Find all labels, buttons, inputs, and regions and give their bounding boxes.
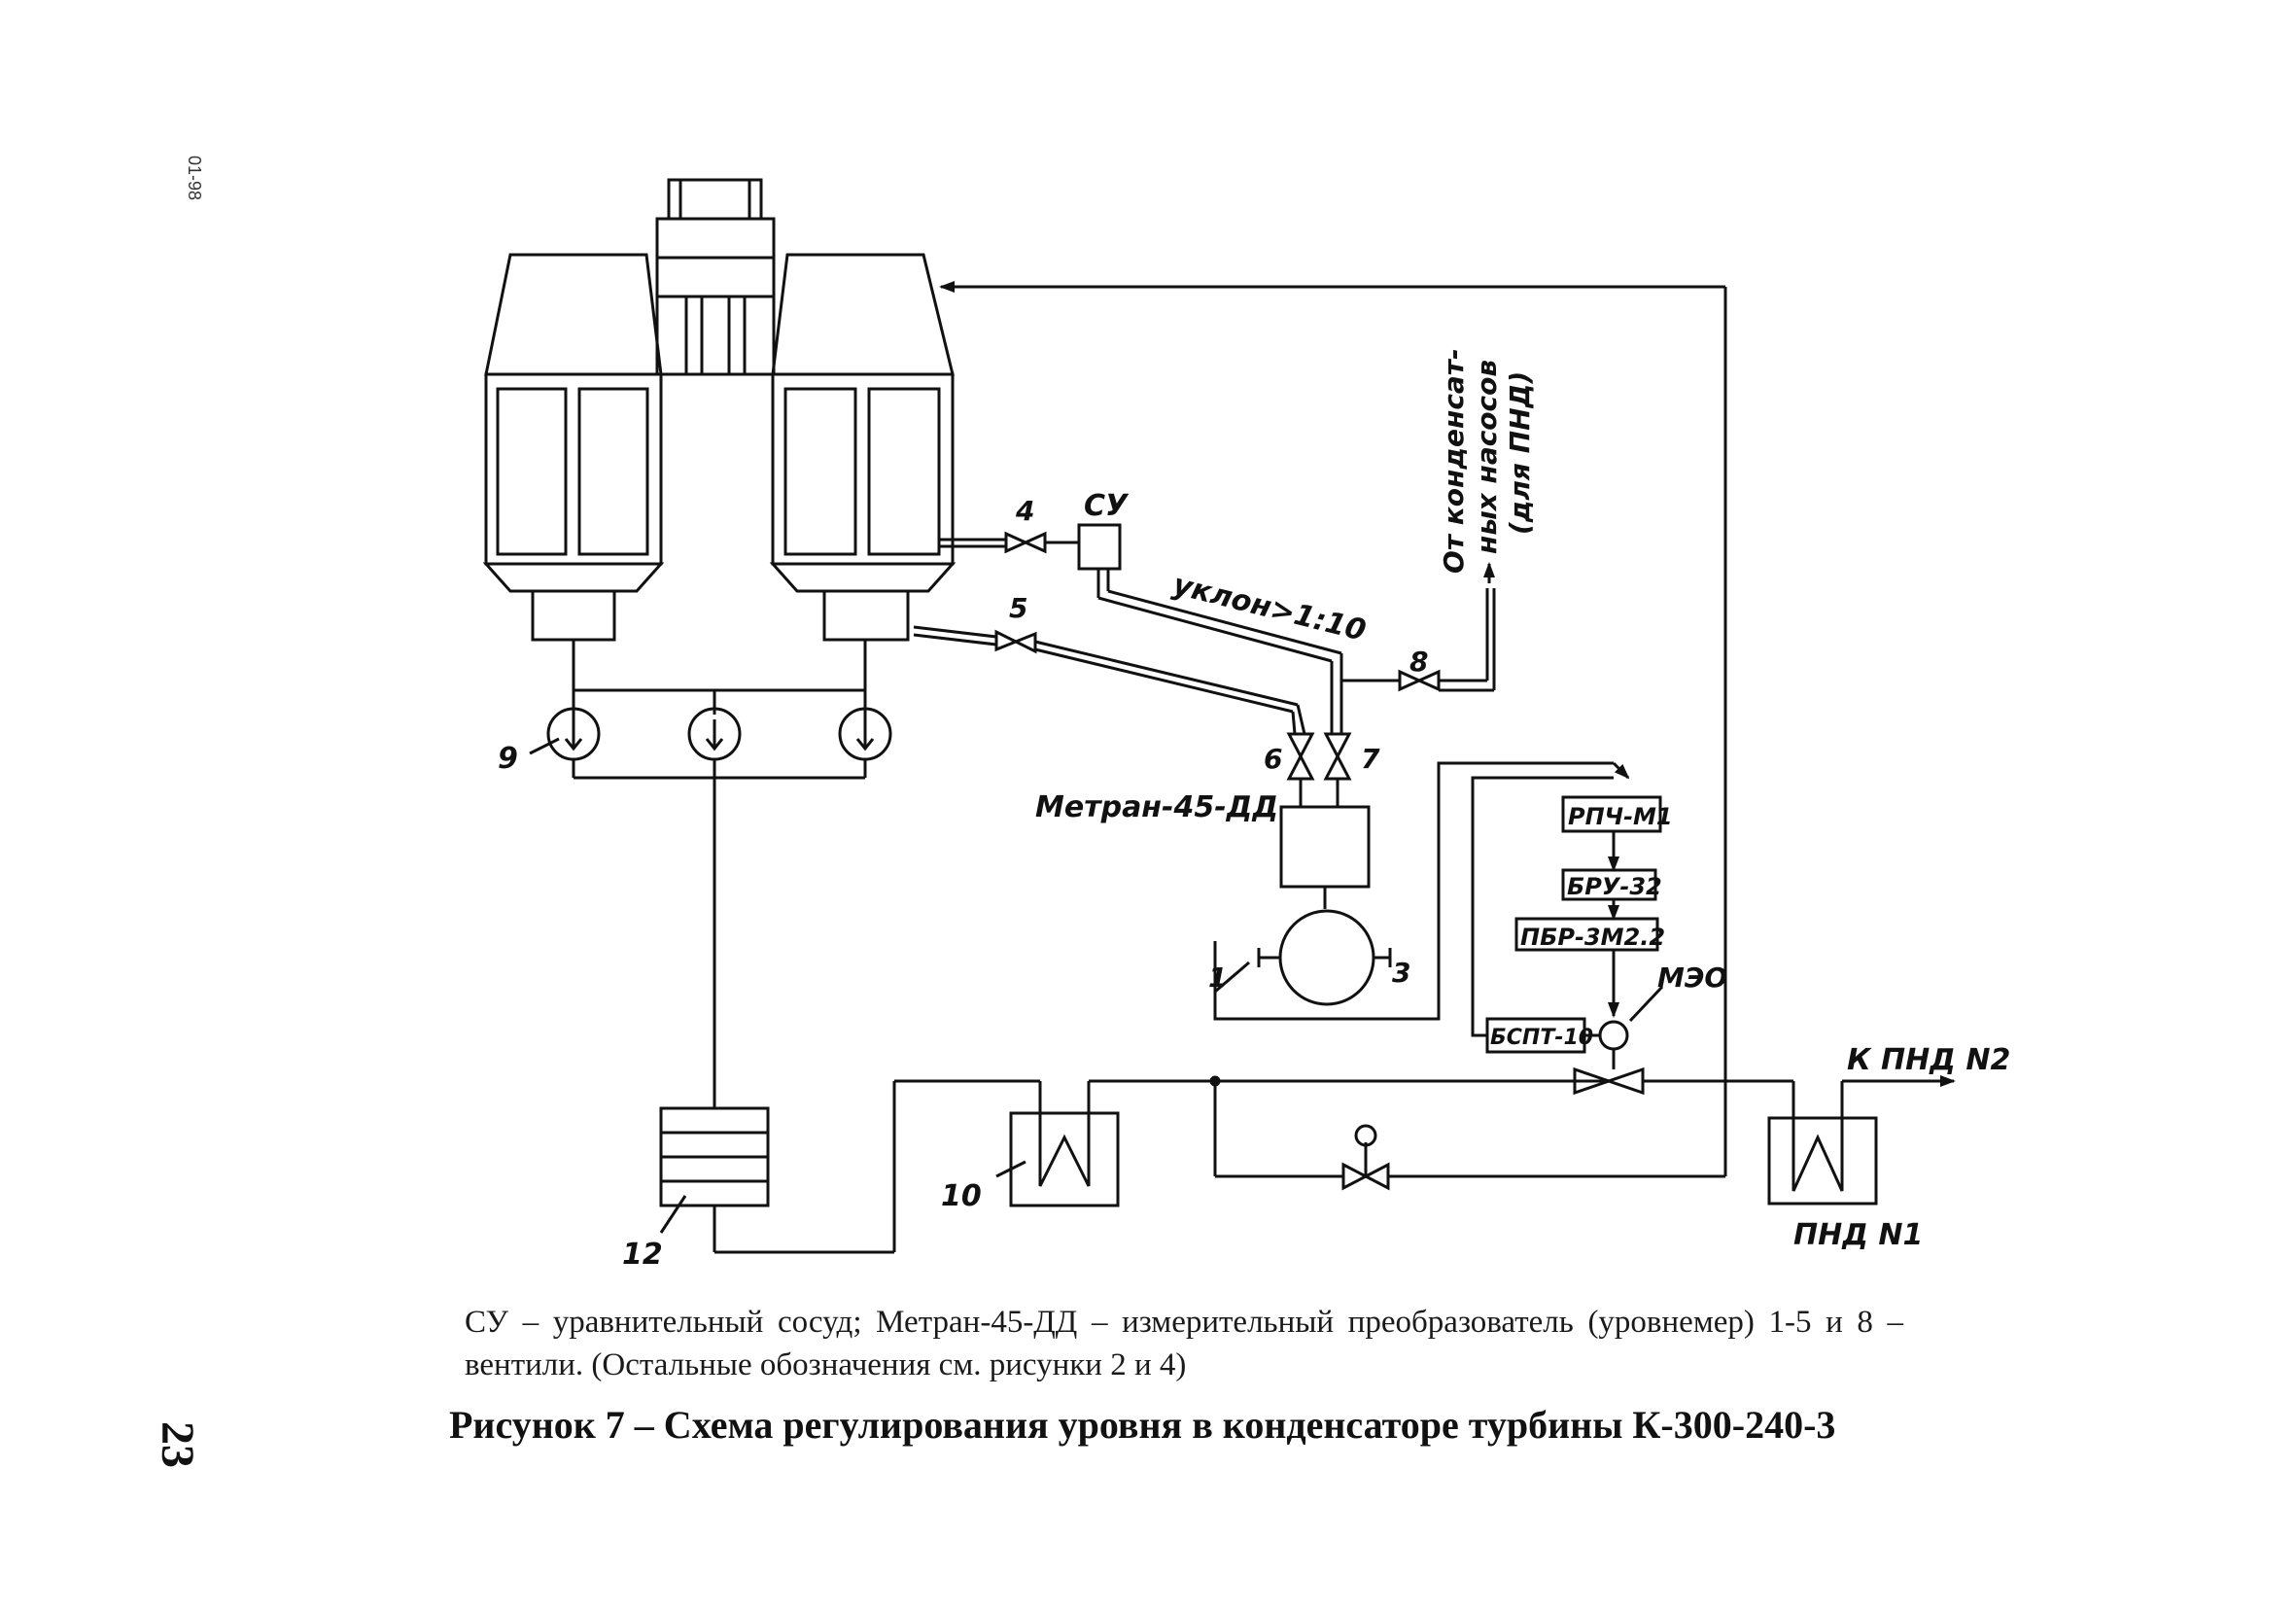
heater-10-leader: [995, 1160, 1026, 1178]
label-pump-9: 9: [498, 742, 518, 776]
bru-block: [1561, 868, 1657, 901]
valve-actuator-icon: [1354, 1124, 1377, 1147]
page-number: 23: [152, 1421, 203, 1468]
pump-9-leader: [529, 737, 560, 755]
main-control-valve: [1573, 1066, 1795, 1118]
valve-6: [1286, 732, 1315, 760]
rpch-block: [1561, 795, 1662, 833]
label-tap-3: 3: [1392, 957, 1410, 989]
recirculation-valve: [1341, 1162, 1370, 1191]
turbine-condenser: [482, 178, 957, 642]
label-tap-1: 1: [1208, 961, 1227, 994]
label-from-pumps-line2: ных насосов: [1471, 360, 1503, 554]
valve-7: [1323, 732, 1352, 760]
label-rpch: РПЧ-М1: [1568, 803, 1673, 830]
recirculation-line: [939, 281, 1727, 1191]
label-from-pumps-line3: (для ПНД): [1504, 371, 1536, 535]
meo-leader: [1628, 985, 1664, 1023]
tank-12-leader: [659, 1195, 687, 1234]
label-bspt: БСПТ-10: [1490, 1026, 1593, 1050]
label-to-pnd-2: К ПНД N2: [1847, 1043, 2010, 1077]
metran-transmitter: [1213, 761, 1630, 1021]
valve-5-line: [913, 625, 1306, 735]
controller-chain: [1471, 776, 1664, 1069]
label-su: СУ: [1084, 489, 1130, 523]
label-pbr: ПБР-3М2.2: [1520, 924, 1665, 951]
figure-caption: СУ – уравнительный сосуд; Метран-45-ДД –…: [465, 1305, 1903, 1382]
pbr-block: [1514, 917, 1659, 952]
valve-4-line: [939, 523, 1343, 734]
valve-8: [1398, 669, 1423, 692]
label-tank-12: 12: [622, 1238, 663, 1272]
valve-8-line: [1341, 588, 1496, 692]
heater-10: [995, 1079, 1609, 1207]
label-valve-4: 4: [1015, 495, 1034, 527]
valve-5: [994, 629, 1020, 652]
label-from-pumps: От конденсат- ных насосов (для ПНД): [1438, 348, 1536, 574]
tank-12: [659, 1079, 1042, 1254]
label-valve-5: 5: [1009, 592, 1027, 624]
pnd-1-heater: [1767, 1075, 1956, 1206]
equalizing-vessel: [1077, 523, 1122, 571]
label-valve-7: 7: [1361, 743, 1380, 775]
label-transmitter: Метран-45-ДД: [1035, 790, 1278, 824]
pump-header: [529, 640, 892, 1108]
label-pnd-1: ПНД N1: [1793, 1218, 1923, 1252]
label-bru: БРУ-32: [1567, 873, 1662, 900]
label-slope: уклон>1:10: [1169, 568, 1369, 648]
label-meo: МЭО: [1657, 961, 1727, 994]
label-heater-10: 10: [941, 1179, 982, 1213]
label-from-pumps-line1: От конденсат-: [1438, 348, 1470, 574]
label-valve-6: 6: [1264, 743, 1282, 775]
valves-6-7: [1286, 679, 1356, 807]
valve-4: [1004, 531, 1029, 554]
meo-actuator: [1598, 1020, 1629, 1051]
label-valve-8: 8: [1409, 646, 1428, 678]
figure-title: Рисунок 7 – Схема регулирования уровня в…: [449, 1403, 1836, 1447]
